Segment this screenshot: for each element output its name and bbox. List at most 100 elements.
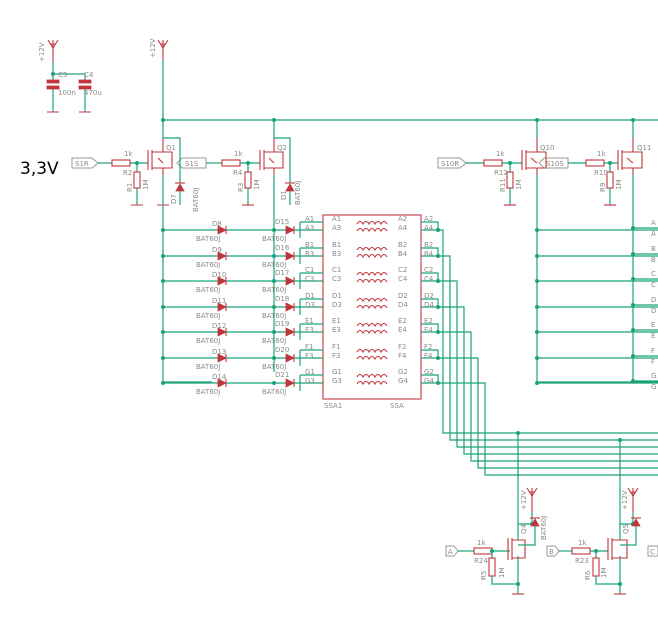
svg-text:D3: D3: [332, 301, 342, 309]
svg-text:E1: E1: [332, 317, 341, 325]
diode-right-part: BAT60J: [262, 312, 286, 320]
diode-right-part: BAT60J: [262, 235, 286, 243]
port-s10s: S10S: [538, 157, 569, 169]
diode-left-part: BAT60J: [196, 337, 220, 345]
port-s10r: S10R: [437, 157, 467, 169]
svg-text:C4: C4: [398, 275, 408, 283]
bottom-driver-a: A +12V 1k R24 R5 1M Q4 BAT60J: [445, 487, 548, 595]
diode-right-label: D15: [275, 218, 289, 226]
svg-text:D: D: [651, 307, 656, 315]
svg-text:E1: E1: [305, 317, 314, 325]
diode-left-part: BAT60J: [196, 235, 220, 243]
c4-value: 470u: [84, 89, 102, 97]
svg-text:D4: D4: [398, 301, 408, 309]
svg-text:1k: 1k: [477, 539, 486, 547]
svg-text:F4: F4: [424, 352, 433, 360]
svg-text:B1: B1: [305, 241, 314, 249]
bus-lines: [438, 229, 658, 524]
svg-text:S1S: S1S: [185, 160, 199, 168]
driver-stage-11: 1k R10 R9 1M Q11: [568, 138, 651, 382]
port-a-label: A: [448, 548, 453, 556]
net-label: C2: [424, 266, 433, 274]
svg-text:SSA1: SSA1: [324, 402, 342, 410]
svg-text:E4: E4: [398, 326, 407, 334]
net-label: B2: [424, 241, 433, 249]
svg-text:1M: 1M: [515, 180, 523, 191]
svg-text:D: D: [651, 296, 656, 304]
svg-text:D1: D1: [332, 292, 342, 300]
diode-right-label: D17: [275, 269, 289, 277]
svg-text:G1: G1: [332, 368, 342, 376]
svg-text:A4: A4: [424, 224, 434, 232]
supply-cap-group: +12V C3 100n C4 470u: [38, 39, 102, 113]
c3-label: C3: [58, 71, 67, 79]
net-label: F2: [424, 343, 432, 351]
net-label: D2: [424, 292, 434, 300]
svg-text:BAT60J: BAT60J: [294, 181, 302, 205]
svg-text:1k: 1k: [496, 150, 505, 158]
svg-text:B: B: [651, 256, 656, 264]
svg-text:B4: B4: [398, 250, 408, 258]
diode-right-label: D21: [275, 371, 289, 379]
svg-text:C: C: [651, 281, 656, 289]
svg-text:A: A: [651, 230, 656, 238]
svg-text:C3: C3: [305, 275, 314, 283]
svg-text:R1: R1: [126, 183, 134, 192]
svg-text:R5: R5: [480, 571, 488, 580]
svg-text:R2: R2: [123, 169, 132, 177]
diode-right-label: D19: [275, 320, 289, 328]
svg-text:B1: B1: [332, 241, 341, 249]
svg-text:E2: E2: [398, 317, 407, 325]
svg-text:Q1: Q1: [166, 144, 176, 152]
svg-text:G2: G2: [398, 368, 408, 376]
svg-text:R24: R24: [474, 557, 488, 565]
svg-text:E4: E4: [424, 326, 433, 334]
svg-text:C3: C3: [332, 275, 341, 283]
svg-text:G4: G4: [398, 377, 408, 385]
svg-text:1M: 1M: [600, 568, 608, 579]
svg-text:B: B: [651, 245, 656, 253]
svg-text:C4: C4: [424, 275, 434, 283]
svg-text:R9: R9: [599, 183, 607, 192]
svg-text:E3: E3: [305, 326, 314, 334]
diode-left-label: D9: [212, 246, 222, 254]
c4-label: C4: [84, 71, 94, 79]
svg-text:D1: D1: [280, 190, 288, 200]
diode-right-part: BAT60J: [262, 388, 286, 396]
svg-text:R23: R23: [575, 557, 589, 565]
svg-text:F: F: [651, 358, 655, 366]
svg-text:G1: G1: [305, 368, 315, 376]
svg-text:E: E: [651, 321, 655, 329]
port-c: C: [647, 545, 658, 557]
diode-left-label: D12: [212, 322, 226, 330]
svg-text:A3: A3: [305, 224, 314, 232]
net-label: A2: [424, 215, 433, 223]
svg-text:C2: C2: [398, 266, 407, 274]
svg-text:F2: F2: [398, 343, 406, 351]
svg-text:1k: 1k: [578, 539, 587, 547]
diode-left-part: BAT60J: [196, 388, 220, 396]
driver-stage-10: 1k R12 R11 1M Q10: [466, 138, 658, 383]
svg-text:B4: B4: [424, 250, 434, 258]
svg-text:R11: R11: [499, 178, 507, 192]
svg-text:1M: 1M: [498, 568, 506, 579]
supply-main-label: +12V: [149, 38, 157, 58]
diode-left-part: BAT60J: [196, 363, 220, 371]
svg-text:D7: D7: [170, 194, 178, 204]
switch-rows: A1A3A1A3A2A4A2A4B1B3B1B3B2B4B2B4C1C3C1C3…: [300, 215, 440, 386]
svg-text:G4: G4: [424, 377, 434, 385]
diode-left-part: BAT60J: [196, 286, 220, 294]
net-label: G2: [424, 368, 434, 376]
svg-text:A2: A2: [398, 215, 407, 223]
svg-text:G3: G3: [332, 377, 342, 385]
svg-text:C1: C1: [332, 266, 341, 274]
diode-left-part: BAT60J: [196, 312, 220, 320]
port-b-label: B: [549, 548, 554, 556]
svg-text:G: G: [651, 372, 656, 380]
svg-text:F4: F4: [398, 352, 407, 360]
svg-text:F3: F3: [332, 352, 340, 360]
svg-text:Q2: Q2: [277, 144, 287, 152]
svg-text:1k: 1k: [124, 150, 133, 158]
